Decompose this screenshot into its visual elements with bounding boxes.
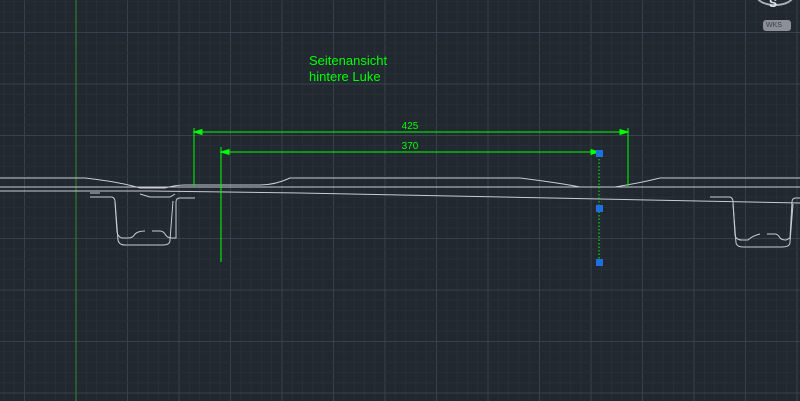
grip-handle	[596, 205, 603, 212]
dimension-425[interactable]	[192, 128, 630, 186]
annotation-text[interactable]: Seitenansicht hintere Luke	[309, 53, 387, 85]
selection-grips[interactable]	[596, 150, 603, 266]
dimension-370-label: 370	[402, 141, 419, 152]
dimension-370[interactable]	[219, 147, 601, 262]
grip-handle	[596, 259, 603, 266]
profile-geometry[interactable]	[0, 177, 800, 248]
annotation-line-2: hintere Luke	[309, 69, 381, 84]
ucs-menu-button[interactable]: WKS	[763, 20, 791, 31]
annotation-line-1: Seitenansicht	[309, 53, 388, 68]
compass-letter[interactable]: S	[769, 0, 778, 10]
dimension-425-label: 425	[402, 121, 419, 132]
grip-handle	[596, 150, 603, 157]
